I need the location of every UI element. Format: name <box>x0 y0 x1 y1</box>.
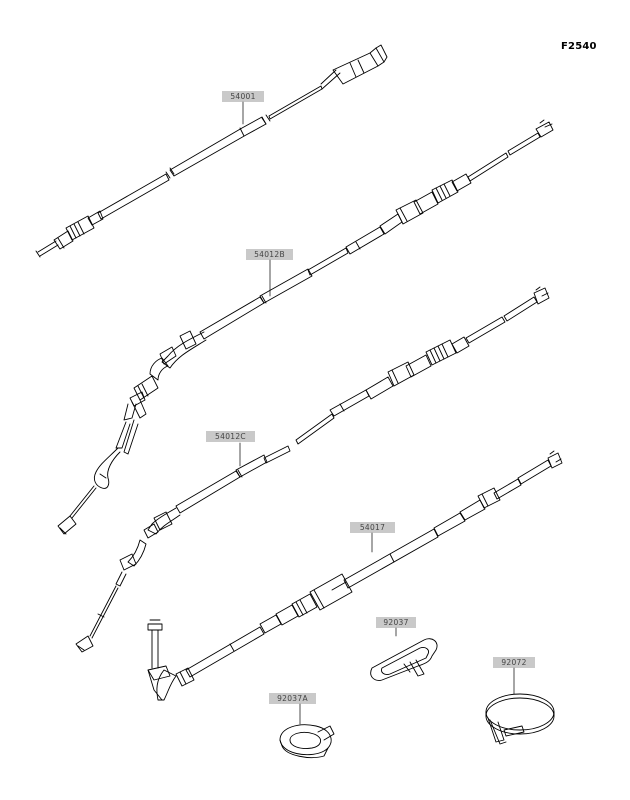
part-label-92037a[interactable]: 92037A <box>269 693 316 704</box>
figure-code: F2540 <box>561 41 597 52</box>
part-92072-clamp[interactable] <box>485 667 555 745</box>
cable-54001[interactable] <box>35 44 388 258</box>
part-label-54012c[interactable]: 54012C <box>206 431 255 442</box>
cable-54012c[interactable] <box>75 286 550 653</box>
cable-54012b[interactable] <box>57 119 554 535</box>
part-label-54012b[interactable]: 54012B <box>246 249 293 260</box>
cable-54017[interactable] <box>147 450 563 701</box>
part-label-92072[interactable]: 92072 <box>493 657 535 668</box>
part-label-54017[interactable]: 54017 <box>350 522 395 533</box>
part-label-54001[interactable]: 54001 <box>222 91 264 102</box>
part-92037-clip[interactable] <box>370 627 438 681</box>
part-92037a-clamp[interactable] <box>279 703 335 758</box>
part-label-92037[interactable]: 92037 <box>376 617 416 628</box>
